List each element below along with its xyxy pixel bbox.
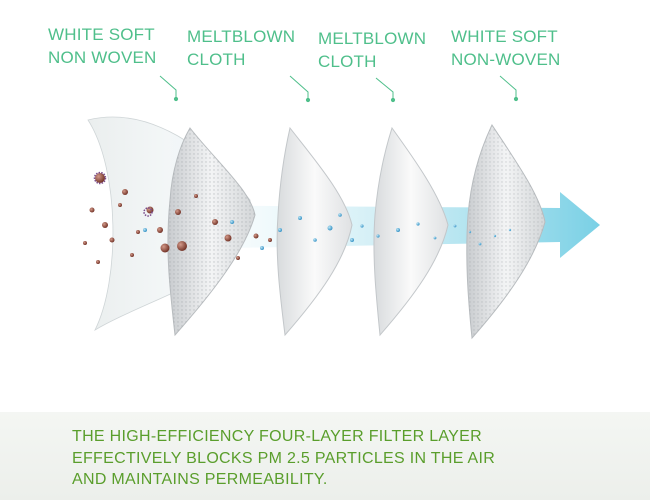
caption-line-2: EFFECTIVELY BLOCKS PM 2.5 PARTICLES IN T… xyxy=(72,448,495,470)
particle-blue xyxy=(350,238,354,242)
caption-line-1: THE HIGH-EFFICIENCY FOUR-LAYER FILTER LA… xyxy=(72,426,495,448)
particle-brown xyxy=(96,260,100,264)
filter-sheet-3 xyxy=(374,128,448,335)
callout-dot-3 xyxy=(391,98,394,101)
particle-brown xyxy=(136,230,140,234)
particle-brown xyxy=(95,173,105,183)
filter-sheet-2 xyxy=(277,128,352,335)
particle-brown xyxy=(194,194,198,198)
particle-blue xyxy=(338,213,342,217)
particle-brown xyxy=(90,208,95,213)
particle-blue xyxy=(454,225,457,228)
particle-brown xyxy=(161,244,170,253)
particle-brown xyxy=(83,241,87,245)
particle-brown xyxy=(254,234,259,239)
particle-brown xyxy=(130,253,134,257)
particle-blue xyxy=(469,231,471,233)
particle-blue xyxy=(509,229,511,231)
particle-brown xyxy=(122,189,128,195)
particle-blue xyxy=(416,222,419,225)
particle-blue xyxy=(479,243,482,246)
particle-brown xyxy=(118,203,122,207)
filter-sheet-4 xyxy=(467,125,545,338)
particle-blue xyxy=(396,228,400,232)
callout-hook-2 xyxy=(290,76,308,99)
callout-dot-1 xyxy=(174,97,177,100)
particle-brown xyxy=(102,222,108,228)
particle-brown xyxy=(212,219,218,225)
particle-blue xyxy=(376,234,379,237)
caption: THE HIGH-EFFICIENCY FOUR-LAYER FILTER LA… xyxy=(72,426,495,491)
particle-blue xyxy=(328,226,333,231)
caption-line-3: AND MAINTAINS PERMEABILITY. xyxy=(72,469,495,491)
particle-blue xyxy=(230,220,234,224)
particle-brown xyxy=(268,238,272,242)
particle-blue xyxy=(494,235,496,237)
callout-dot-2 xyxy=(306,98,309,101)
particle-blue xyxy=(360,224,363,227)
particle-blue xyxy=(143,228,147,232)
filter-layer-diagram xyxy=(0,0,650,412)
callout-lines xyxy=(160,76,518,102)
particle-blue xyxy=(278,228,282,232)
particle-blue xyxy=(434,237,437,240)
particle-brown xyxy=(236,256,240,260)
callout-hook-4 xyxy=(500,76,516,98)
particle-brown xyxy=(157,227,163,233)
particle-brown xyxy=(225,235,232,242)
callout-dot-4 xyxy=(514,97,517,100)
particle-brown xyxy=(110,238,115,243)
particle-brown xyxy=(175,209,181,215)
particle-brown xyxy=(177,241,187,251)
callout-hook-3 xyxy=(376,78,393,99)
particle-blue xyxy=(260,246,264,250)
callout-hook-1 xyxy=(160,76,176,98)
particle-blue xyxy=(298,216,302,220)
particle-blue xyxy=(313,238,317,242)
filter-sheet-1 xyxy=(168,128,255,335)
